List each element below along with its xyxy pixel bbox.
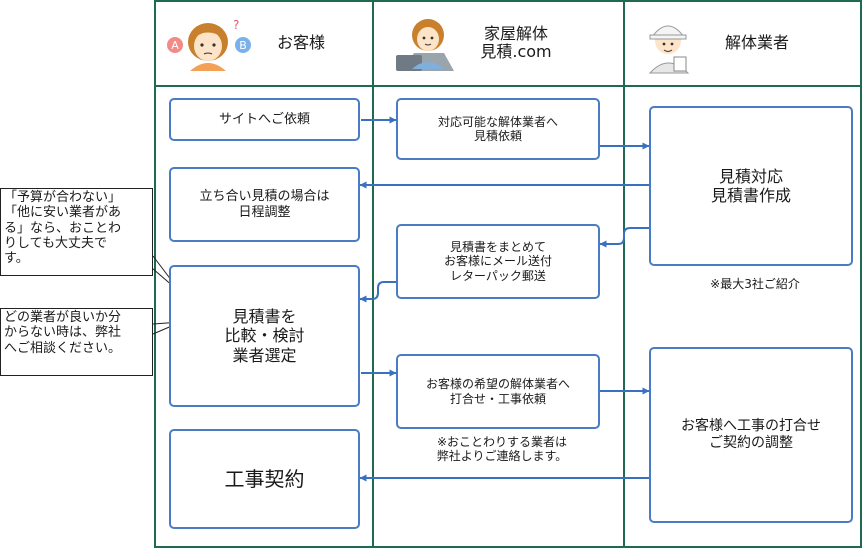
customer-avatar: A B ? [167, 18, 251, 71]
lane-header-site: 家屋解体 見積.com [480, 24, 552, 62]
lane-header-contractor: 解体業者 [724, 33, 789, 52]
step-estimate: 見積対応 見積書作成 [649, 106, 853, 266]
step-forward-request: 対応可能な解体業者へ 見積依頼 [396, 98, 600, 160]
callout-budget: 「予算が合わない」 「他に安い業者があ る」なら、おことわ りしても大丈夫で す… [0, 188, 153, 276]
step-compare: 見積書を 比較・検討 業者選定 [169, 265, 360, 407]
arrow-estimate-to-compile [599, 227, 649, 248]
callout-consult: どの業者が良いか分 からない時は、弊社 へご相談ください。 [0, 308, 153, 376]
step-site-request: サイトへご依頼 [169, 98, 360, 141]
step-adjust: お客様へ工事の打合せ ご契約の調整 [649, 347, 853, 523]
lane-header-customer: お客様 [276, 33, 325, 52]
contractor-avatar [648, 25, 690, 74]
svg-text:A: A [171, 39, 179, 52]
step-arrange: お客様の希望の解体業者へ 打合せ・工事依頼 [396, 354, 600, 429]
step-contract: 工事契約 [169, 429, 360, 529]
arrow-compile-to-compare [359, 281, 396, 303]
step-compile: 見積書をまとめて お客様にメール送付 レターパック郵送 [396, 224, 600, 299]
step-schedule: 立ち合い見積の場合は 日程調整 [169, 167, 360, 242]
operator-avatar [396, 19, 454, 71]
svg-text:?: ? [233, 18, 239, 32]
note-decline: ※おことわりする業者は 弊社よりご連絡します。 [436, 435, 568, 464]
svg-text:B: B [239, 39, 247, 52]
note-max-three: ※最大3社ご紹介 [710, 277, 800, 291]
